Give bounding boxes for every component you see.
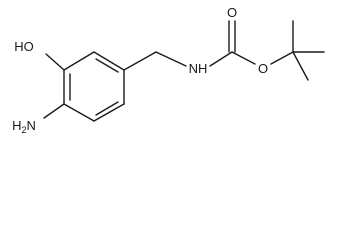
benzene-ring <box>63 51 125 122</box>
c-o-ester-bond <box>231 51 256 65</box>
ring-bond-3 <box>93 103 125 122</box>
ring-double-bond-a <box>95 58 119 73</box>
amine-n: N <box>27 118 36 133</box>
n-carbonyl-bond <box>209 51 233 67</box>
hydroxyl-label: HO <box>14 39 34 54</box>
chemical-structure: HO H2N NH O O <box>12 5 325 135</box>
amine-subscript: 2 <box>21 125 26 135</box>
ester-oxygen-label: O <box>258 61 268 76</box>
carbamate-nh-label: NH <box>189 61 208 76</box>
structure-canvas: HO H2N NH O O <box>12 5 325 135</box>
ring-double-bond-b <box>95 101 119 116</box>
ring-bond-4 <box>63 103 95 122</box>
o-tbutyl-bond <box>270 51 294 65</box>
ch2-n-bond <box>155 51 187 67</box>
amine-h: H <box>12 118 21 133</box>
tbutyl-methyl-down <box>292 51 309 81</box>
ring-bond-1 <box>93 51 125 71</box>
carbonyl-oxygen-label: O <box>227 5 237 20</box>
nh2-bond <box>43 103 65 119</box>
amine-label: H2N <box>12 118 36 135</box>
oh-bond <box>45 53 65 71</box>
benzyl-bond <box>123 51 157 71</box>
ring-bond-6 <box>63 51 95 71</box>
